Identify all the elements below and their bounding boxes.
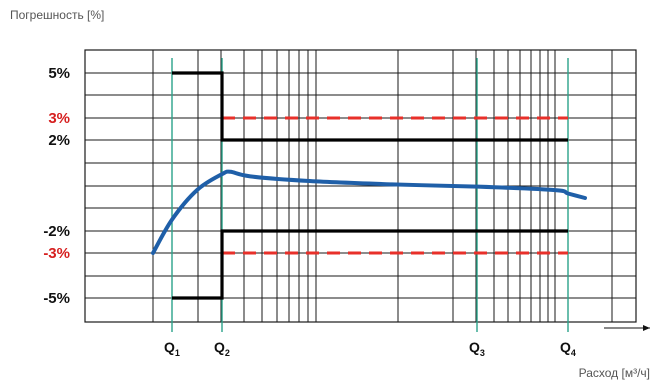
- arrow-head: [643, 325, 650, 331]
- y-tick-label: 2%: [48, 132, 70, 149]
- error-curve: [151, 169, 587, 255]
- x-marker-label: Q3: [469, 339, 485, 358]
- lower-solid-limit: [172, 229, 568, 300]
- series-layer: [151, 169, 587, 255]
- plot-frame: [84, 49, 637, 323]
- x-axis-arrow: [604, 325, 650, 331]
- error-limits: [172, 71, 568, 300]
- y-tick-label: -5%: [43, 290, 70, 307]
- x-marker-label: Q4: [560, 339, 576, 358]
- y-tick-label: -3%: [43, 245, 70, 262]
- upper-solid-limit: [172, 71, 568, 142]
- y-tick-label: 5%: [48, 65, 70, 82]
- x-markers: Q1 Q2 Q3 Q4: [164, 339, 576, 358]
- y-tick-labels: 5% 3% 2% -2% -3% -5%: [43, 65, 70, 307]
- y-tick-label: -2%: [43, 223, 70, 240]
- x-axis-label: Расход [м³/ч]: [578, 366, 650, 380]
- x-marker-label: Q1: [164, 339, 180, 358]
- y-tick-label: 3%: [48, 110, 70, 127]
- grid: [84, 49, 637, 332]
- x-marker-label: Q2: [214, 339, 230, 358]
- y-axis-label: Погрешность [%]: [10, 8, 105, 22]
